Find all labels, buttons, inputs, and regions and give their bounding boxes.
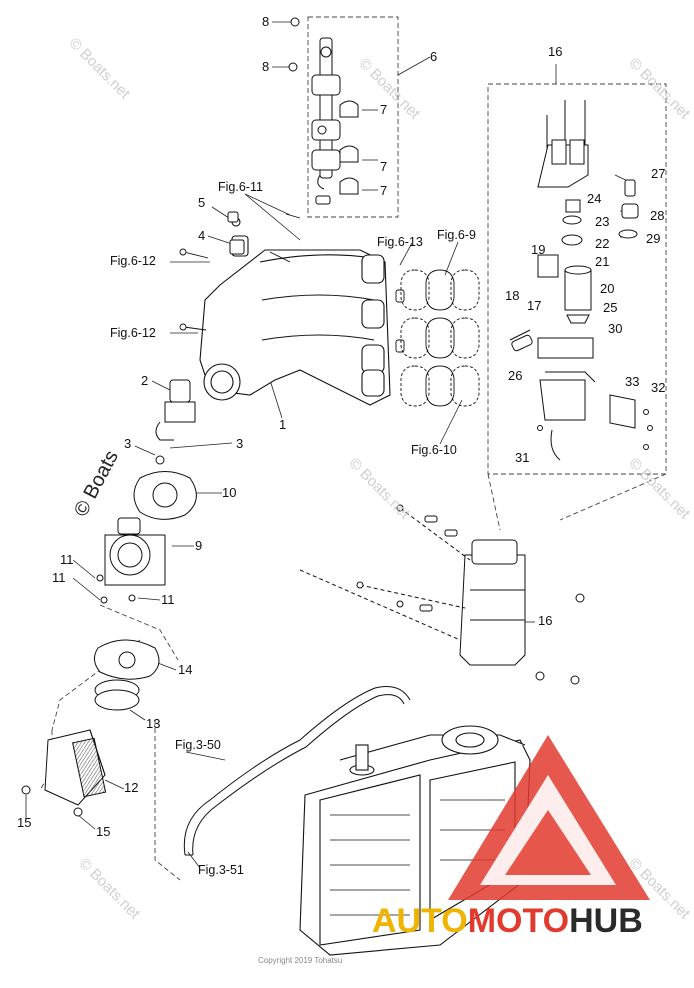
callout-16: 16 (538, 613, 553, 628)
callout-20: 20 (600, 281, 615, 296)
fuel-pump-module (509, 100, 653, 461)
callout-10: 10 (222, 485, 237, 500)
callout-8: 8 (262, 14, 270, 29)
callout-3: 3 (236, 436, 244, 451)
callout-16: 16 (548, 44, 563, 59)
fig-ref-3-50[interactable]: Fig.3-50 (175, 738, 221, 752)
callout-15: 15 (17, 815, 32, 830)
callout-4: 4 (198, 228, 206, 243)
callout-21: 21 (595, 254, 610, 269)
callout-15: 15 (96, 824, 111, 839)
assembled-fuel-module (299, 504, 585, 685)
callout-19: 19 (531, 242, 546, 257)
intake-manifold (199, 217, 391, 406)
callout-5: 5 (198, 195, 206, 210)
intake-silencer-group (21, 639, 160, 817)
throttle-body-group (96, 455, 197, 604)
brand-hub: HUB (569, 902, 643, 940)
callout-24: 24 (587, 191, 602, 206)
fuel-hose (183, 686, 411, 856)
fig-ref-3-51[interactable]: Fig.3-51 (198, 863, 244, 877)
callout-11: 11 (52, 570, 66, 585)
callout-7: 7 (380, 102, 388, 117)
callout-25: 25 (603, 300, 618, 315)
callout-7: 7 (380, 183, 388, 198)
callout-27: 27 (651, 166, 666, 181)
callout-11: 11 (161, 592, 175, 607)
callout-22: 22 (595, 236, 610, 251)
manifold-gaskets (395, 269, 480, 407)
callout-17: 17 (527, 298, 542, 313)
callout-6: 6 (430, 49, 438, 64)
callout-18: 18 (505, 288, 520, 303)
fuel-rail-assembly (288, 17, 359, 205)
callout-1: 1 (279, 417, 287, 432)
fig-ref-6-9[interactable]: Fig.6-9 (437, 228, 476, 242)
callout-9: 9 (195, 538, 203, 553)
brand-auto: AUTO (372, 902, 468, 940)
callout-26: 26 (508, 368, 523, 383)
callout-7: 7 (380, 159, 388, 174)
callout-8: 8 (262, 59, 270, 74)
automotohub-wordmark: AUTOMOTOHUB (372, 902, 643, 941)
engine-block (299, 725, 531, 956)
manifold-bolts (179, 213, 301, 331)
fig-ref-6-12[interactable]: Fig.6-12 (110, 254, 156, 268)
fig-ref-6-13[interactable]: Fig.6-13 (377, 235, 423, 249)
callout-23: 23 (595, 214, 610, 229)
callout-29: 29 (646, 231, 661, 246)
callout-32: 32 (651, 380, 666, 395)
callout-11: 11 (60, 552, 74, 567)
callout-3: 3 (124, 436, 132, 451)
idle-air-valve (155, 211, 245, 441)
fig-ref-6-12[interactable]: Fig.6-12 (110, 326, 156, 340)
callout-13: 13 (146, 716, 161, 731)
callout-12: 12 (124, 780, 139, 795)
callout-28: 28 (650, 208, 665, 223)
fuel-rail-box (307, 16, 399, 218)
callout-30: 30 (608, 321, 623, 336)
callout-14: 14 (178, 662, 193, 677)
callout-31: 31 (515, 450, 530, 465)
brand-moto: MOTO (467, 902, 570, 940)
copyright-text: Copyright 2019 Tohatsu (258, 956, 343, 965)
fig-ref-6-11[interactable]: Fig.6-11 (218, 180, 263, 194)
callout-2: 2 (141, 373, 149, 388)
automotohub-logo-mark (448, 735, 650, 900)
fig-ref-6-10[interactable]: Fig.6-10 (411, 443, 457, 457)
callout-33: 33 (625, 374, 640, 389)
